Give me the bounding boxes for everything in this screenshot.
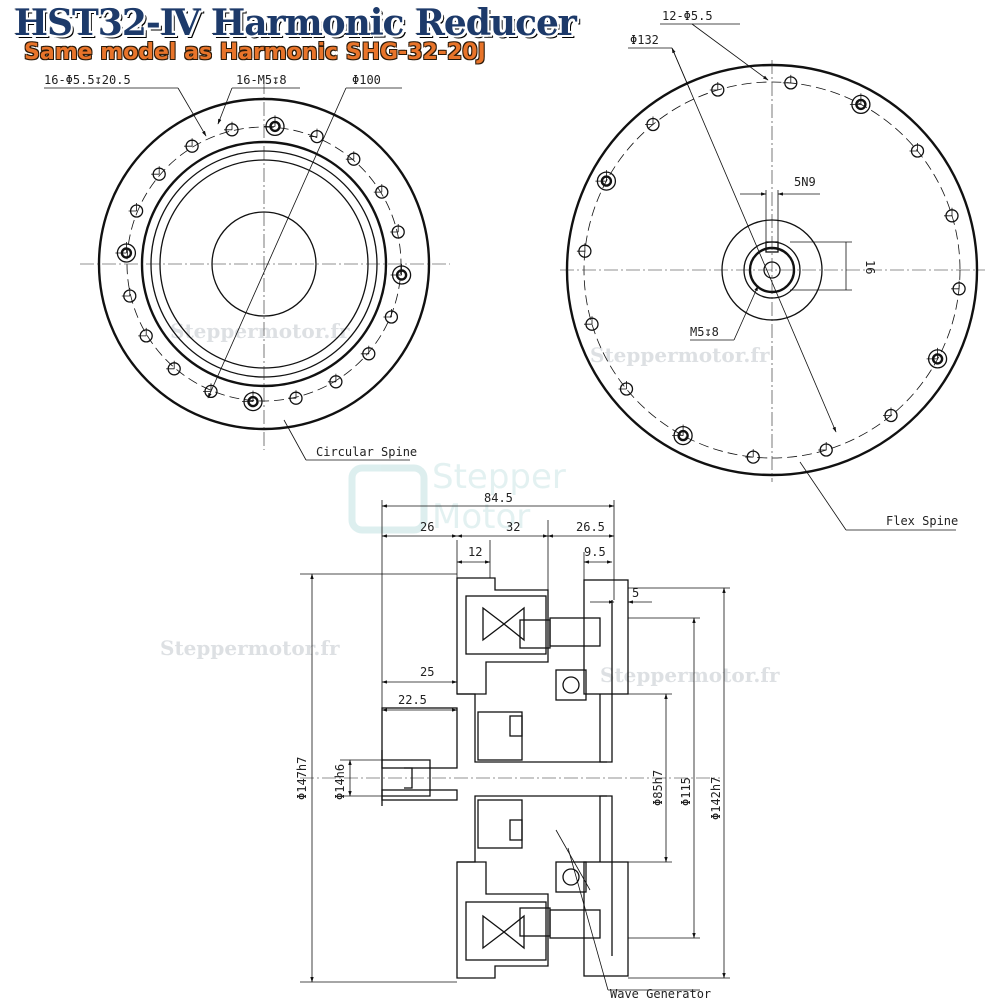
bolt-hole-cross — [390, 224, 399, 233]
dim-b: 32 — [506, 520, 520, 534]
flex-bolt-hole-cross — [926, 347, 938, 360]
section-view — [300, 577, 720, 979]
page-subtitle: Same model as Harmonic SHG-32-20J — [24, 40, 486, 65]
dim-d: 12 — [468, 545, 482, 559]
dia-shaft: Φ14h6 — [333, 764, 347, 800]
brand-logo: Stepper Motor — [348, 457, 566, 537]
left-callouts: 16-Φ5.5↧20.5 16-M5↧8 Φ100 Circular Spine — [44, 73, 417, 461]
flex-bolt-hole-cross — [645, 116, 654, 125]
label-wave-generator: Wave Generator — [610, 987, 711, 1000]
watermark-mid-left: Steppermotor.fr — [160, 636, 340, 660]
logo-text-bottom: Motor — [432, 497, 530, 537]
dim-total: 84.5 — [484, 491, 513, 505]
label-circular-spine: Circular Spine — [316, 445, 417, 459]
logo-text-top: Stepper — [432, 457, 566, 497]
bolt-hole-cross — [224, 121, 233, 131]
callout-threads-left: 16-M5↧8 — [236, 73, 287, 87]
bolt-hole-cross — [166, 360, 175, 370]
callout-key-width: 5N9 — [794, 175, 816, 189]
bolt-hole-cross — [383, 309, 392, 318]
dim-e: 9.5 — [584, 545, 606, 559]
watermark-right-top: Steppermotor.fr — [590, 343, 770, 367]
dim-f: 5 — [632, 586, 639, 600]
flex-bolt-hole-cross — [745, 449, 754, 458]
watermark-left-top: Steppermotor.fr — [170, 319, 350, 343]
flex-bolt-holes — [576, 74, 966, 464]
flex-bolt-hole-cross — [944, 207, 953, 217]
callout-pcd-left: Φ100 — [352, 73, 381, 87]
bolt-hole-cross — [128, 203, 137, 212]
dim-h: 22.5 — [398, 693, 427, 707]
bolt-holes — [115, 115, 412, 412]
bolt-hole-cross — [151, 166, 160, 175]
callout-key-height: 16 — [863, 260, 877, 274]
flex-spine-view — [560, 60, 985, 482]
label-flex-spine: Flex Spine — [886, 514, 958, 528]
bolt-hole-cross — [327, 373, 337, 383]
flex-bolt-hole-cross — [595, 170, 607, 182]
dia-outer: Φ147h7 — [295, 757, 309, 800]
circular-spine-view — [80, 80, 450, 450]
dia-85: Φ85h7 — [651, 770, 665, 806]
flex-bolt-hole-cross — [618, 381, 627, 390]
bolt-hole-cross — [360, 345, 370, 355]
section-dimensions: 84.5 26 32 26.5 12 9.5 5 25 22.5 Φ147h7 … — [295, 491, 730, 1000]
dim-c: 26.5 — [576, 520, 605, 534]
dim-a: 26 — [420, 520, 434, 534]
page-title: HST32-Ⅳ Harmonic Reducer — [14, 2, 577, 44]
bolt-hole-cross — [115, 242, 127, 254]
callout-thread-right: M5↧8 — [690, 325, 719, 339]
bolt-hole-cross — [242, 390, 254, 402]
bolt-hole-cross — [203, 383, 212, 392]
right-callouts: 12-Φ5.5 Φ132 5N9 16 M5↧8 Flex Spine — [628, 9, 958, 531]
callout-holes-left: 16-Φ5.5↧20.5 — [44, 73, 131, 87]
callout-pcd-right: Φ132 — [630, 33, 659, 47]
flex-bolt-hole-cross — [576, 243, 586, 252]
flex-bolt-hole-cross — [818, 442, 827, 451]
flex-bolt-hole-cross — [883, 407, 892, 416]
flex-bolt-hole-cross — [849, 93, 862, 105]
bolt-hole-cross — [390, 264, 402, 276]
bolt-hole-cross — [288, 390, 297, 399]
flex-bolt-hole-cross — [782, 74, 792, 84]
flex-bolt-hole-cross — [909, 143, 918, 152]
dia-115: Φ115 — [679, 777, 693, 806]
bolt-hole-cross — [373, 184, 383, 193]
flex-bolt-hole-cross — [584, 316, 593, 325]
callout-holes-right: 12-Φ5.5 — [662, 9, 713, 23]
flex-bolt-hole-cross — [951, 280, 960, 290]
flex-bolt-hole-cross — [709, 82, 719, 91]
dim-g: 25 — [420, 665, 434, 679]
bolt-hole-cross — [184, 138, 193, 147]
flex-bolt-hole-cross — [672, 424, 684, 436]
bolt-hole-cross — [138, 327, 147, 337]
dia-142: Φ142h7 — [709, 777, 723, 820]
bolt-hole-cross — [309, 128, 318, 137]
bolt-hole-cross — [345, 151, 355, 160]
watermark-mid-right: Steppermotor.fr — [600, 663, 780, 687]
bolt-hole-cross — [264, 115, 276, 127]
bolt-hole-cross — [121, 288, 131, 297]
